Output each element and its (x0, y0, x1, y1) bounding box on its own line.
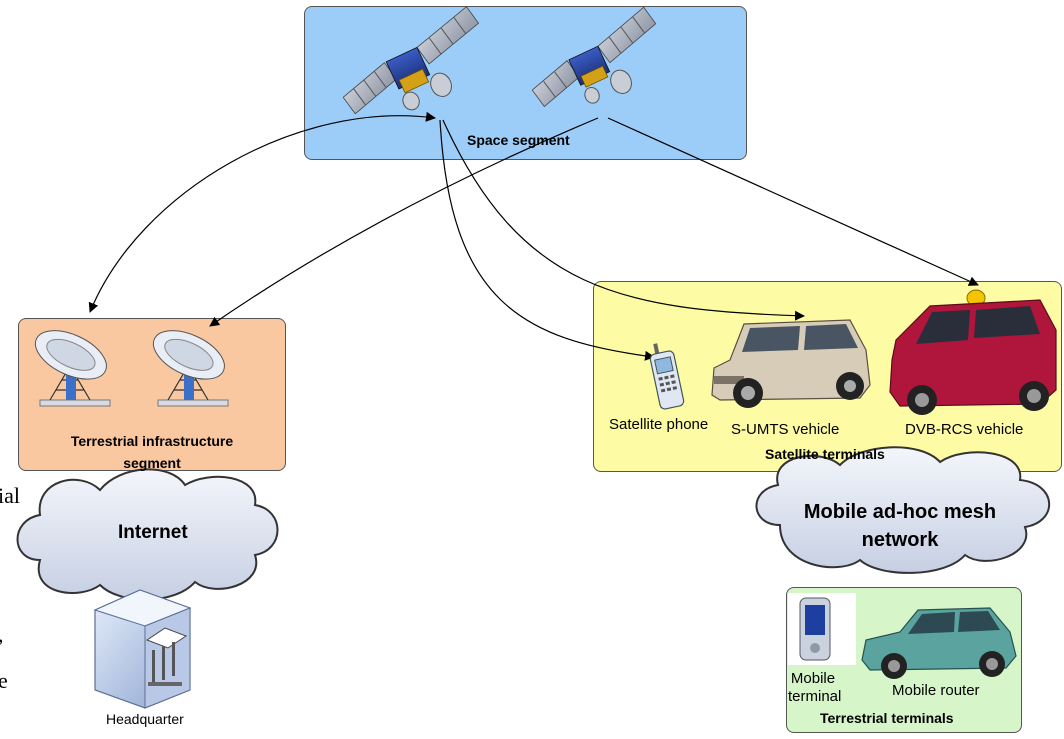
satellite-terminals-label: Satellite terminals (765, 446, 885, 462)
terrestrial-infrastructure-label-line1: Terrestrial infrastructure (70, 433, 234, 449)
mesh-network-label: Mobile ad-hoc mesh network (780, 498, 1020, 554)
satellite-icon (342, 6, 480, 115)
space-segment-label: Space segment (467, 132, 570, 148)
satellite-dish-icon (34, 330, 111, 407)
terrestrial-infrastructure-label-line2: segment (123, 455, 181, 471)
s-umts-vehicle-label: S-UMTS vehicle (731, 421, 840, 438)
left-edge-fragment: ial (0, 483, 20, 508)
car-icon (861, 607, 1017, 679)
mobile-router-label: Mobile router (892, 682, 980, 699)
left-edge-fragment: e (0, 668, 8, 693)
arrow-sat2-to-van (607, 117, 979, 286)
terrestrial-terminals-label: Terrestrial terminals (820, 710, 954, 726)
headquarter-label: Headquarter (106, 711, 184, 727)
phone-icon (649, 343, 685, 410)
mesh-network-label-line1: Mobile ad-hoc mesh (803, 501, 997, 523)
mesh-network-label-line2: network (861, 529, 939, 551)
link-arrows (88, 111, 979, 361)
internet-label: Internet (118, 522, 188, 543)
cloud-icon (755, 446, 1051, 574)
van-icon (889, 289, 1057, 415)
mobile-terminal-label-line2: terminal (788, 688, 842, 705)
satellite-dish-icon (152, 330, 229, 407)
terrestrial-infrastructure-label: Terrestrial infrastructure segment (18, 430, 286, 474)
mobile-terminal-label: Mobile terminal (788, 670, 842, 706)
pda-icon (788, 593, 856, 665)
arrow-sat2-to-dish2 (209, 117, 599, 327)
satellite-icon (531, 6, 657, 108)
dvb-rcs-vehicle-label: DVB-RCS vehicle (905, 421, 1024, 438)
building-icon (93, 589, 192, 709)
left-edge-fragment: , (0, 622, 4, 648)
mobile-terminal-label-line1: Mobile (790, 670, 836, 687)
arrow-sat1-to-dish1 (88, 111, 436, 313)
arrow-sat1-to-phone (439, 119, 655, 361)
suv-icon (711, 319, 871, 408)
satellite-phone-label: Satellite phone (609, 416, 709, 433)
arrow-sat1-to-suv (442, 119, 805, 321)
